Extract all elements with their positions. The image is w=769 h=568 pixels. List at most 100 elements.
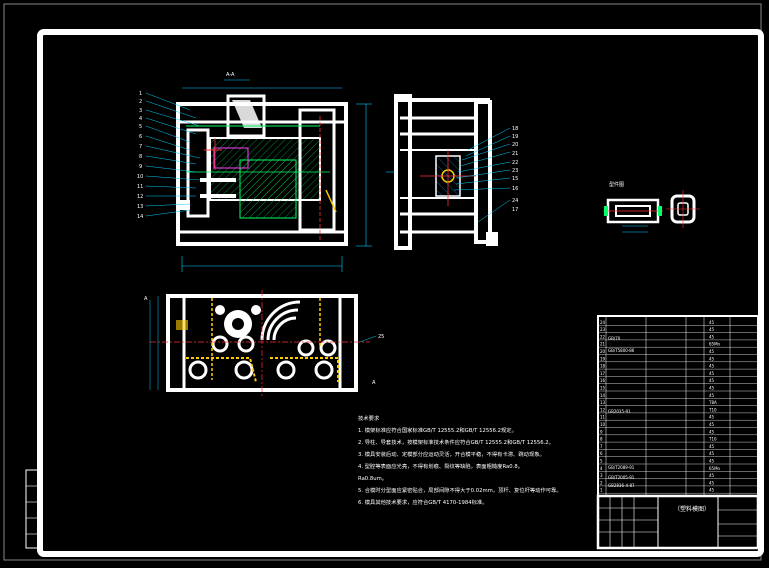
bom-index: 6 — [600, 451, 603, 456]
tech-req-line: 3. 模具安装后动、定模部分应运动灵活，开合模平稳，不得有卡滞、跳动现象。 — [358, 450, 545, 458]
bom-material: T10 — [708, 407, 717, 412]
part-number-label: 8 — [139, 154, 142, 160]
part-number-label: 14 — [137, 214, 143, 220]
bom-rows: 45244523452265Mn214520451945184517451645… — [598, 320, 758, 494]
bom-material: 45 — [709, 334, 715, 339]
section-mark: A — [372, 380, 376, 386]
section-label: A-A — [226, 72, 235, 78]
bom-material: 45 — [709, 327, 715, 332]
bom-index: 9 — [600, 429, 603, 434]
bom-index: 16 — [600, 378, 606, 383]
part-number-label: 6 — [139, 134, 142, 140]
bom-material: 45 — [709, 356, 715, 361]
bom-index: 2 — [600, 480, 603, 485]
bom-material: 45 — [709, 488, 715, 493]
part-number-label: 7 — [139, 144, 142, 150]
bill-of-materials: 45244523452265Mn214520451945184517451645… — [597, 315, 759, 497]
bom-index: 7 — [600, 444, 603, 449]
bom-index: 8 — [600, 437, 603, 442]
bom-material: T10 — [708, 437, 717, 442]
drawing-frame — [3, 3, 764, 561]
bom-index: 4 — [600, 466, 603, 471]
right-leaders — [453, 127, 511, 223]
bom-material: 45 — [709, 444, 715, 449]
part-number-label: 2 — [139, 99, 142, 105]
bom-index: 5 — [600, 459, 603, 464]
bom-index: 14 — [600, 393, 606, 398]
bom-index: 13 — [600, 400, 606, 405]
tech-req-line: Ra0.8um。 — [358, 476, 387, 482]
title-block-name: （塑料模图） — [674, 505, 710, 513]
part-number-label: 1 — [139, 91, 142, 97]
bom-code: GB/70 — [608, 336, 621, 341]
bom-index: 10 — [600, 422, 606, 427]
bom-material: 45 — [709, 422, 715, 427]
tech-req-line: 1. 模架标准应符合国家标准GB/T 12555.2和GB/T 12556.2规… — [358, 426, 517, 434]
part-number-label: 20 — [512, 142, 518, 148]
part-number-label: 17 — [512, 207, 518, 213]
plan-view: 25 A A — [144, 290, 384, 396]
bom-material: T8A — [708, 400, 717, 405]
part-number-label: 18 — [512, 126, 518, 132]
bom-code: GB/T5800-86 — [608, 348, 635, 353]
bom-code: GB2035-91 — [608, 409, 631, 414]
molded-part-detail: 型件图 — [603, 181, 700, 233]
bom-material: 65Mn — [709, 466, 721, 471]
part-number-label: 19 — [512, 134, 518, 140]
part-number-label: 23 — [512, 168, 518, 174]
bom-material: 45 — [709, 393, 715, 398]
bom-material: 45 — [709, 480, 715, 485]
bom-index: 18 — [600, 364, 606, 369]
part-number-label: 3 — [139, 108, 142, 114]
bom-index: 15 — [600, 386, 606, 391]
left-part-numbers: 1 2 3 4 5 6 7 8 9 10 11 12 13 14 — [137, 91, 143, 220]
bom-code: GB/T2089-91 — [608, 465, 635, 470]
part-number-label: 4 — [139, 116, 142, 122]
bom-index: 24 — [600, 320, 606, 325]
bom-index: 22 — [600, 334, 606, 339]
front-section-view: A-A — [176, 72, 372, 272]
part-number-label: 13 — [137, 204, 143, 210]
tech-req-title: 技术要求 — [358, 414, 380, 422]
part-number-label: 21 — [512, 151, 518, 157]
bom-material: 45 — [709, 415, 715, 420]
bom-material: 45 — [709, 386, 715, 391]
bom-material: 45 — [709, 429, 715, 434]
part-number-label: 22 — [512, 160, 518, 166]
left-leaders — [145, 92, 201, 217]
bom-index: 19 — [600, 356, 606, 361]
bom-index: 1 — [600, 488, 603, 493]
part-number-label: 16 — [512, 186, 518, 192]
bom-material: 45 — [709, 451, 715, 456]
bom-index: 11 — [600, 415, 606, 420]
tech-req-line: 2. 导柱、导套技术，按模架标准技术条件应符合GB/T 12555.2和GB/T… — [358, 438, 554, 446]
bom-material: 45 — [709, 364, 715, 369]
section-mark: A — [144, 296, 148, 302]
part-number-label: 12 — [137, 194, 143, 200]
plan-view-part-number: 25 — [378, 334, 384, 340]
bom-index: 23 — [600, 327, 606, 332]
bom-material: 45 — [709, 473, 715, 478]
technical-notes: 技术要求 1. 模架标准应符合国家标准GB/T 12555.2和GB/T 125… — [358, 414, 562, 506]
bom-material: 65Mn — [709, 342, 721, 347]
bom-code: GB2836-4-87 — [608, 483, 635, 488]
bom-material: 45 — [709, 378, 715, 383]
tech-req-line: 4. 型腔等表面应光亮，不得有划痕、裂纹等缺陷，表面粗糙度Ra0.8。 — [358, 462, 523, 470]
part-number-label: 5 — [139, 124, 142, 130]
part-number-label: 10 — [137, 174, 143, 180]
part-number-label: 15 — [512, 176, 518, 182]
bom-material: 45 — [709, 459, 715, 464]
right-part-numbers: 18 19 20 21 22 23 15 16 24 17 — [512, 126, 518, 213]
bom-material: 45 — [709, 371, 715, 376]
bom-index: 12 — [600, 407, 606, 412]
bom-material: 45 — [709, 349, 715, 354]
tech-req-line: 5. 合模时分型面应紧密贴合，局部间隙不得大于0.02mm，顶杆、复位杆等动作可… — [358, 486, 562, 494]
side-section-view — [386, 94, 498, 250]
tech-req-line: 6. 模具其他技术要求，应符合GB/T 4170-1984标准。 — [358, 498, 488, 506]
bom-index: 21 — [600, 342, 606, 347]
bom-index: 3 — [600, 473, 603, 478]
bom-index: 17 — [600, 371, 606, 376]
bom-material: 45 — [709, 320, 715, 325]
part-number-label: 11 — [137, 184, 143, 190]
